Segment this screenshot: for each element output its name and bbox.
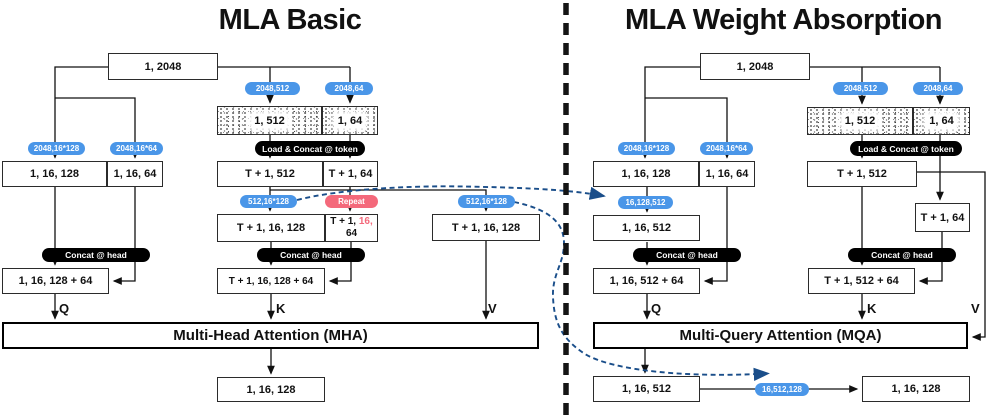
mha-box: Multi-Head Attention (MHA) — [2, 322, 539, 349]
absorption-absorbed-vo-weight: 16,512,128 — [755, 383, 809, 396]
basic-wkrope-weight: 2048,64 — [325, 82, 373, 95]
basic-kv-cache-rope-box: 1, 64 — [322, 106, 378, 135]
absorption-k-label: K — [867, 301, 877, 316]
basic-wk-up-weight: 512,16*128 — [240, 195, 297, 208]
mqa-box: Multi-Query Attention (MQA) — [593, 322, 968, 349]
absorption-concat-q-op: Concat @ head — [633, 248, 741, 262]
basic-v-up-box: T + 1, 16, 128 — [432, 214, 540, 241]
basic-concat-k-op: Concat @ head — [257, 248, 365, 262]
kv-cache-rope-label: 1, 64 — [335, 114, 365, 127]
absorption-input-box: 1, 2048 — [700, 53, 810, 80]
basic-q-concat-box: 1, 16, 128 + 64 — [2, 268, 109, 294]
basic-wq-rope-weight: 2048,16*64 — [110, 142, 163, 155]
absorption-q-concat-box: 1, 16, 512 + 64 — [593, 268, 700, 294]
basic-q-rope-box: 1, 16, 64 — [107, 161, 163, 187]
basic-kv-seq-latent-box: T + 1, 512 — [217, 161, 323, 187]
absorption-q-label: Q — [651, 301, 662, 316]
absorption-wq-rope-weight: 2048,16*64 — [700, 142, 753, 155]
absorption-wdkv-weight: 2048,512 — [833, 82, 888, 95]
basic-k-concat-box: T + 1, 16, 128 + 64 — [217, 268, 325, 294]
absorption-out-latent-box: 1, 16, 512 — [593, 376, 700, 402]
absorption-concat-k-op: Concat @ head — [848, 248, 956, 262]
basic-q-label: Q — [59, 301, 70, 316]
basic-v-label: V — [488, 301, 497, 316]
absorption-wq-nope-weight: 2048,16*128 — [618, 142, 675, 155]
basic-wq-nope-weight: 2048,16*128 — [28, 142, 85, 155]
basic-q-nope-box: 1, 16, 128 — [2, 161, 107, 187]
absorption-absorbed-qk-weight: 16,128,512 — [618, 196, 673, 209]
basic-kv-cache-latent-box: 1, 512 — [217, 106, 322, 135]
absorption-kv-cache-latent-box: 1, 512 — [807, 107, 913, 135]
k-weight-absorb-arrow — [296, 185, 606, 201]
kv-cache-rope-label: 1, 64 — [927, 115, 956, 127]
weight-absorption-arrows — [296, 185, 770, 381]
kv-cache-latent-label: 1, 512 — [842, 115, 878, 127]
basic-wv-up-weight: 512,16*128 — [458, 195, 515, 208]
basic-k-rope-box: T + 1, 16, 64 — [325, 214, 378, 242]
absorption-q-rope-box: 1, 16, 64 — [699, 161, 755, 187]
basic-panel-title: MLA Basic — [218, 4, 362, 36]
absorption-wkrope-weight: 2048,64 — [913, 82, 963, 95]
absorption-output-box: 1, 16, 128 — [862, 376, 970, 402]
k-rope-dim: 64 — [345, 228, 358, 239]
k-rope-heads: 16, — [358, 216, 373, 227]
basic-load-concat-op: Load & Concat @ token — [255, 141, 365, 156]
basic-kv-seq-rope-box: T + 1, 64 — [323, 161, 378, 187]
absorption-kv-seq-rope-box: T + 1, 64 — [915, 203, 970, 232]
absorption-load-concat-op: Load & Concat @ token — [850, 141, 962, 156]
basic-concat-q-op: Concat @ head — [42, 248, 150, 262]
basic-wdkv-weight: 2048,512 — [245, 82, 300, 95]
absorption-kv-cache-rope-box: 1, 64 — [913, 107, 970, 135]
absorption-panel-title: MLA Weight Absorption — [624, 4, 943, 36]
absorption-k-concat-box: T + 1, 512 + 64 — [808, 268, 915, 294]
basic-repeat-op: Repeat — [325, 195, 378, 208]
kv-cache-latent-label: 1, 512 — [252, 114, 287, 127]
basic-k-label: K — [276, 301, 286, 316]
absorption-q-nope-box: 1, 16, 128 — [593, 161, 699, 187]
k-rope-prefix: T + 1, — [330, 216, 357, 227]
basic-input-box: 1, 2048 — [108, 53, 218, 80]
absorption-kv-seq-latent-box: T + 1, 512 — [807, 161, 917, 187]
v-weight-absorb-arrow — [513, 201, 770, 381]
basic-k-nope-box: T + 1, 16, 128 — [217, 214, 325, 242]
absorption-q-absorbed-box: 1, 16, 512 — [593, 215, 700, 241]
basic-output-box: 1, 16, 128 — [217, 377, 325, 402]
absorption-v-label: V — [971, 301, 980, 316]
